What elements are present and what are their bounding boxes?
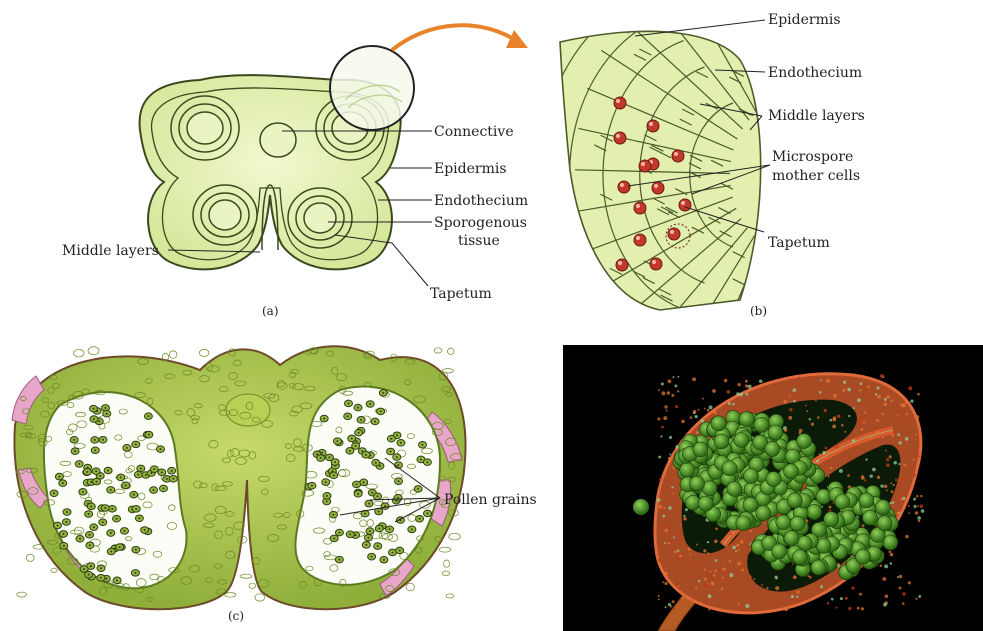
label-tapetum-b: Tapetum — [768, 235, 830, 251]
label-connective: Connective — [434, 124, 514, 140]
label-middle-layers-b: Middle layers — [768, 108, 865, 124]
label-pollen-grains: Pollen grains — [444, 492, 537, 508]
label-endothecium-b: Endothecium — [768, 65, 862, 81]
zoom-arrow — [392, 25, 528, 50]
panel-d-fluorescence-micrograph — [563, 345, 983, 631]
label-epidermis-b: Epidermis — [768, 12, 841, 28]
label-sporogenous-tissue: tissue — [458, 233, 500, 249]
label-sporogenous: Sporogenous — [434, 215, 527, 231]
label-endothecium-a: Endothecium — [434, 193, 528, 209]
label-tapetum-a: Tapetum — [430, 286, 492, 302]
label-epidermis-a: Epidermis — [434, 161, 507, 177]
connective-tissue — [260, 123, 296, 157]
panel-c-anther-section: Pollen grains (c) — [0, 330, 560, 631]
label-mother-cells: mother cells — [772, 168, 860, 184]
panel-b-wall-detail: Epidermis Endothecium Middle layers Micr… — [540, 0, 983, 330]
label-microspore: Microspore — [772, 149, 853, 165]
label-middle-layers-a: Middle layers — [62, 243, 159, 259]
caption-a: (a) — [262, 304, 279, 318]
panel-a-anther-diagram: Connective Epidermis Endothecium Sporoge… — [0, 0, 560, 330]
caption-b: (b) — [750, 304, 767, 318]
caption-c: (c) — [228, 609, 244, 623]
magnifier-circle — [330, 46, 414, 130]
